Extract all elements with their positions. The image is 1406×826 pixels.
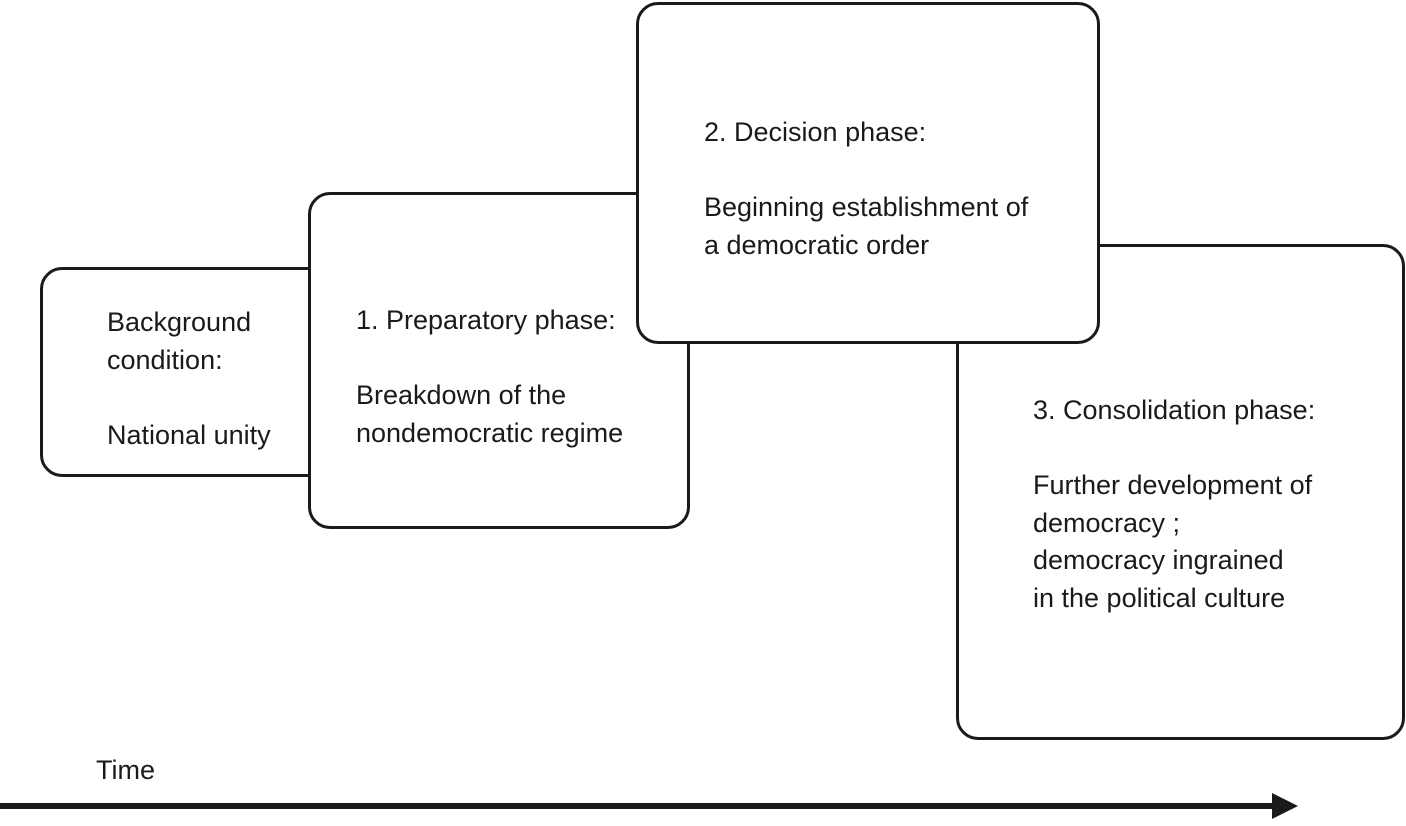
- consolidation-phase-title: 3. Consolidation phase:: [1033, 395, 1316, 425]
- preparatory-phase-desc-line2: nondemocratic regime: [356, 417, 624, 448]
- preparatory-phase-box: 1. Preparatory phase: Breakdown of the n…: [308, 192, 690, 529]
- background-title-line1: Background: [107, 307, 252, 337]
- background-desc-line1: National unity: [107, 419, 271, 450]
- decision-phase-text: 2. Decision phase: Beginning establishme…: [704, 114, 1028, 264]
- time-arrow-icon: [0, 793, 1298, 819]
- background-condition-box: Background condition: National unity: [40, 267, 339, 477]
- decision-phase-desc-line2: a democratic order: [704, 229, 930, 260]
- decision-phase-title: 2. Decision phase:: [704, 117, 927, 147]
- consolidation-phase-box: 3. Consolidation phase: Further developm…: [956, 244, 1405, 740]
- consolidation-phase-desc-line3: democracy ingrained: [1033, 545, 1284, 575]
- preparatory-phase-title: 1. Preparatory phase:: [356, 305, 616, 335]
- time-arrow-head: [1272, 793, 1298, 819]
- background-condition-text: Background condition: National unity: [107, 304, 271, 454]
- consolidation-phase-desc-line1: Further development of: [1033, 470, 1313, 500]
- consolidation-phase-text: 3. Consolidation phase: Further developm…: [1033, 392, 1315, 617]
- decision-phase-box: 2. Decision phase: Beginning establishme…: [636, 2, 1100, 344]
- consolidation-phase-desc-line2: democracy ;: [1033, 507, 1181, 538]
- decision-phase-desc-line1: Beginning establishment of: [704, 192, 1029, 222]
- preparatory-phase-desc-line1: Breakdown of the: [356, 380, 567, 410]
- background-title-line2: condition:: [107, 344, 223, 375]
- preparatory-phase-text: 1. Preparatory phase: Breakdown of the n…: [356, 302, 623, 452]
- consolidation-phase-desc-line4: in the political culture: [1033, 582, 1286, 613]
- time-label: Time: [96, 755, 155, 785]
